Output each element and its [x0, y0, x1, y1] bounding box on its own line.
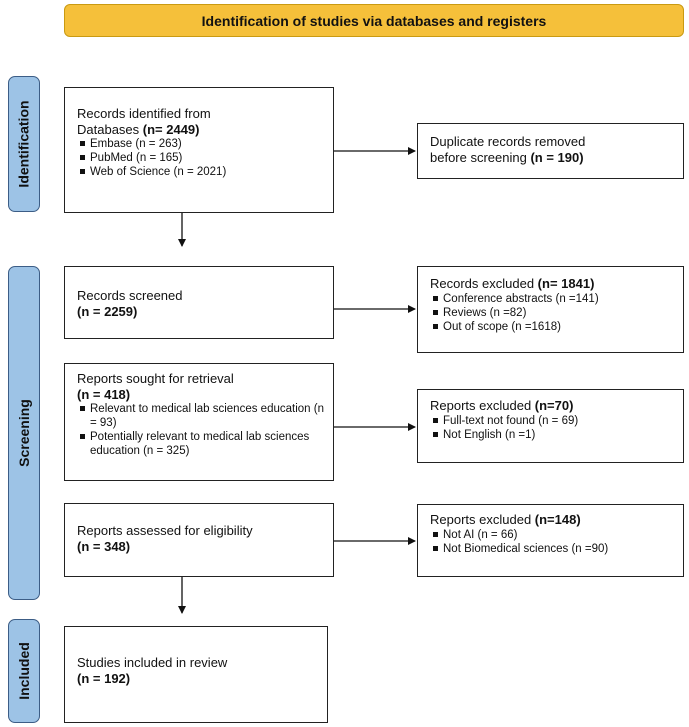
reports-sought-list: Relevant to medical lab sciences educati…: [77, 402, 327, 458]
reports-sought-label: Reports sought for retrieval: [77, 371, 234, 386]
records-screened-label: Records screened: [77, 288, 183, 303]
list-item: Not AI (n = 66): [433, 528, 683, 542]
reports-excluded-box-1: Reports excluded (n=70) Full-text not fo…: [417, 389, 684, 463]
reports-excluded-box-2: Reports excluded (n=148) Not AI (n = 66)…: [417, 504, 684, 577]
list-item: Web of Science (n = 2021): [80, 165, 333, 179]
records-screened-count: (n = 2259): [77, 303, 138, 319]
list-item: Out of scope (n =1618): [433, 320, 683, 334]
list-item: Relevant to medical lab sciences educati…: [80, 402, 327, 430]
records-screened-box: Records screened (n = 2259): [64, 266, 334, 339]
list-item: Not Biomedical sciences (n =90): [433, 542, 683, 556]
reports-excluded-1-list: Full-text not found (n = 69) Not English…: [430, 414, 683, 442]
studies-included-count: (n = 192): [77, 670, 131, 686]
reports-excluded-1-label: Reports excluded: [430, 398, 535, 413]
reports-assessed-count: (n = 348): [77, 538, 131, 554]
reports-assessed-box: Reports assessed for eligibility (n = 34…: [64, 503, 334, 577]
phase-screening: Screening: [8, 266, 40, 600]
records-identified-box: Records identified from Databases (n= 24…: [64, 87, 334, 213]
list-item: Not English (n =1): [433, 428, 683, 442]
duplicates-removed-line2: before screening: [430, 149, 531, 165]
header-title: Identification of studies via databases …: [201, 12, 547, 29]
list-item: Potentially relevant to medical lab scie…: [80, 430, 327, 458]
list-item: Embase (n = 263): [80, 137, 333, 151]
studies-included-label: Studies included in review: [77, 655, 228, 670]
duplicates-removed-line1: Duplicate records removed: [430, 134, 586, 149]
records-identified-list: Embase (n = 263) PubMed (n = 165) Web of…: [77, 137, 333, 179]
duplicates-removed-count: (n = 190): [530, 149, 584, 165]
reports-excluded-2-list: Not AI (n = 66) Not Biomedical sciences …: [430, 528, 683, 556]
reports-sought-count: (n = 418): [77, 386, 131, 402]
reports-assessed-label: Reports assessed for eligibility: [77, 523, 253, 538]
list-item: Full-text not found (n = 69): [433, 414, 683, 428]
records-identified-count: (n= 2449): [142, 121, 200, 137]
phase-identification: Identification: [8, 76, 40, 212]
records-excluded-box: Records excluded (n= 1841) Conference ab…: [417, 266, 684, 353]
list-item: PubMed (n = 165): [80, 151, 333, 165]
list-item: Reviews (n =82): [433, 306, 683, 320]
records-excluded-count: (n= 1841): [537, 276, 595, 291]
records-excluded-label: Records excluded: [430, 276, 538, 291]
reports-sought-box: Reports sought for retrieval (n = 418) R…: [64, 363, 334, 481]
studies-included-box: Studies included in review (n = 192): [64, 626, 328, 723]
phase-included: Included: [8, 619, 40, 723]
reports-excluded-1-count: (n=70): [534, 398, 574, 413]
records-identified-line2: Databases: [77, 121, 143, 137]
reports-excluded-2-label: Reports excluded: [430, 512, 535, 527]
records-identified-line1: Records identified from: [77, 106, 211, 121]
header-banner: Identification of studies via databases …: [64, 4, 684, 37]
records-excluded-list: Conference abstracts (n =141) Reviews (n…: [430, 292, 683, 334]
duplicates-removed-box: Duplicate records removed before screeni…: [417, 123, 684, 179]
list-item: Conference abstracts (n =141): [433, 292, 683, 306]
reports-excluded-2-count: (n=148): [534, 512, 581, 527]
